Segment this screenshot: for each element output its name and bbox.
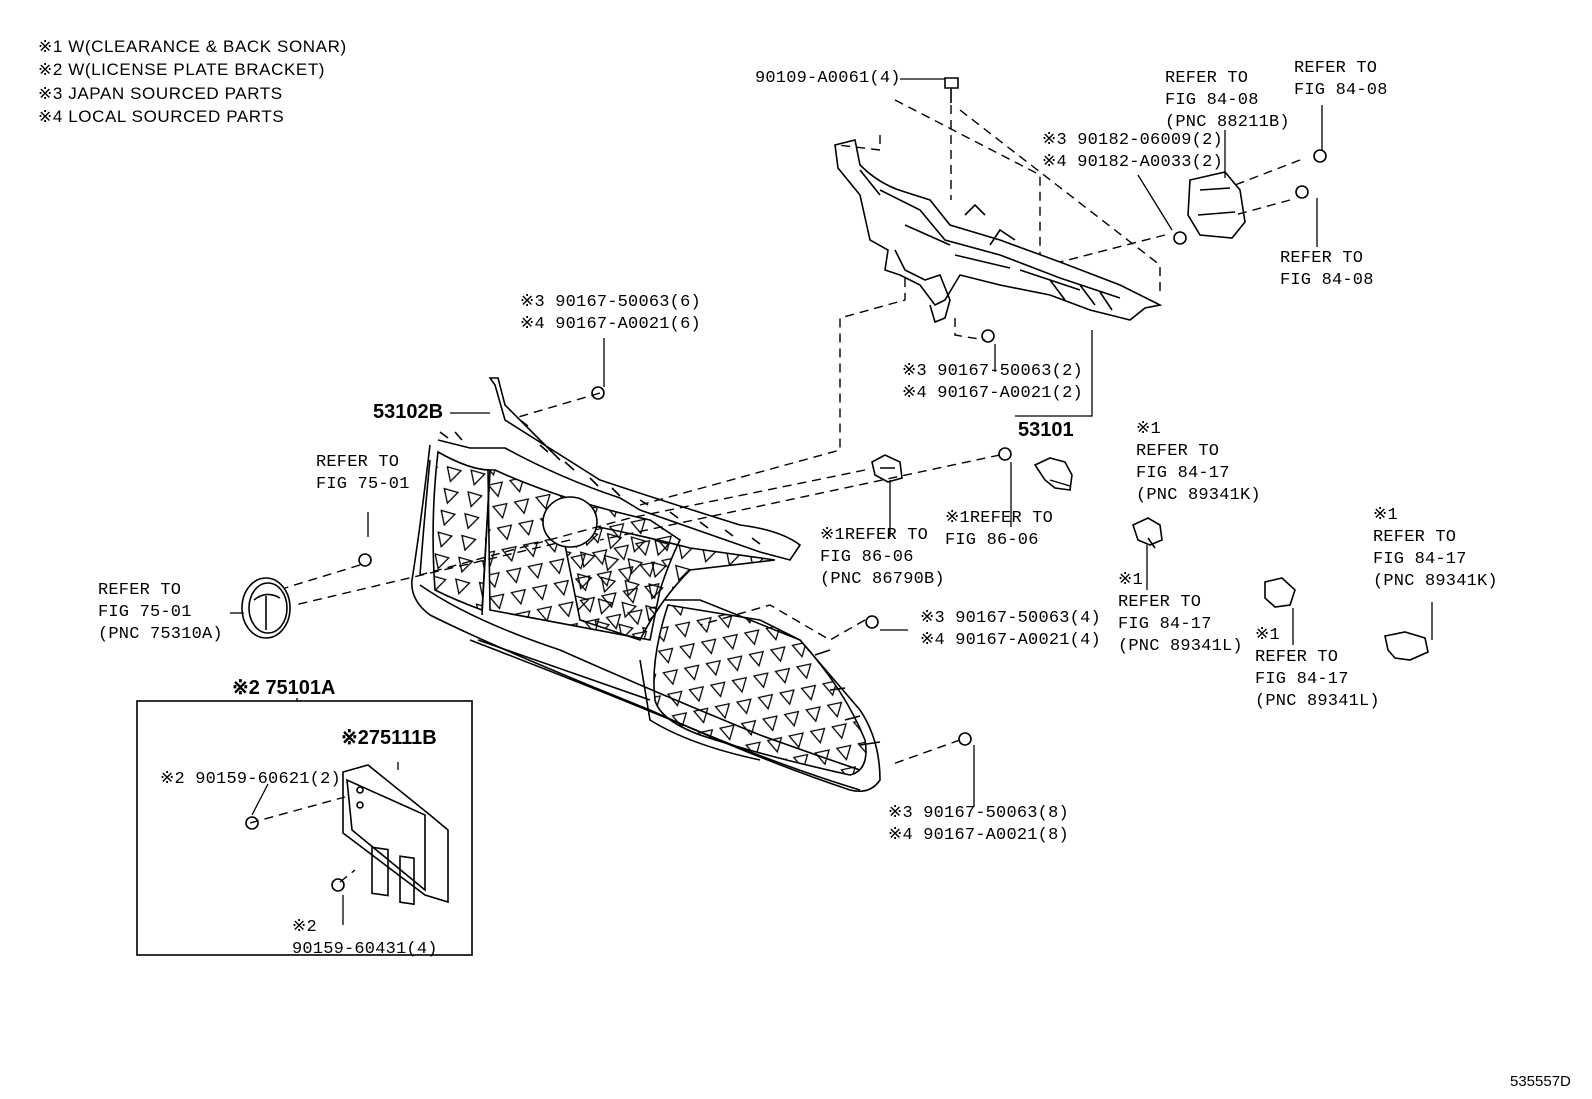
- part-label-90182[interactable]: ※3 90182-06009(2) ※4 90182-A0033(2): [1042, 131, 1223, 172]
- part-label-90109[interactable]: 90109-A0061(4): [755, 69, 901, 88]
- part-label-90167-6[interactable]: ※3 90167-50063(6) ※4 90167-A0021(6): [520, 293, 701, 334]
- emblem: [241, 577, 291, 639]
- leader-lines: [230, 78, 1433, 925]
- note-4: ※4 LOCAL SOURCED PARTS: [38, 107, 285, 126]
- note-3: ※3 JAPAN SOURCED PARTS: [38, 84, 283, 103]
- sensor-86790B: [871, 454, 903, 483]
- refer-label-84-17-a[interactable]: ※1 REFER TO FIG 84-17 (PNC 89341K): [1136, 420, 1261, 505]
- refer-label-86-06-a[interactable]: ※1REFER TO FIG 86-06 (PNC 86790B): [820, 526, 945, 589]
- sensor-88211B-bracket: [1187, 171, 1246, 239]
- radiator-grille-assembly: [411, 377, 881, 793]
- part-label-90167-4[interactable]: ※3 90167-50063(4) ※4 90167-A0021(4): [920, 609, 1101, 650]
- sensor-89341K-right: [1384, 631, 1429, 661]
- sensor-89341L-left: [1132, 517, 1163, 549]
- part-label-90167-8[interactable]: ※3 90167-50063(8) ※4 90167-A0021(8): [888, 804, 1069, 845]
- refer-label-75-01-a[interactable]: REFER TO FIG 75-01: [316, 453, 410, 494]
- refer-label-75-01-b[interactable]: REFER TO FIG 75-01 (PNC 75310A): [98, 581, 223, 644]
- refer-label-84-08-a[interactable]: REFER TO FIG 84-08 (PNC 88211B): [1165, 69, 1290, 132]
- fasteners: [245, 77, 1327, 892]
- part-label-53102B[interactable]: 53102B: [373, 401, 444, 423]
- refer-label-84-08-c[interactable]: REFER TO FIG 84-08: [1280, 249, 1374, 290]
- grille-retainer-bracket: [834, 139, 1163, 324]
- note-1: ※1 W(CLEARANCE & BACK SONAR): [38, 37, 347, 56]
- refer-label-84-08-b[interactable]: REFER TO FIG 84-08: [1294, 59, 1388, 100]
- part-label-53101[interactable]: 53101: [1018, 419, 1074, 441]
- part-label-75101A[interactable]: ※2 75101A: [232, 677, 336, 699]
- dashed-lines: [249, 99, 1301, 883]
- refer-label-86-06-b[interactable]: ※1REFER TO FIG 86-06: [945, 509, 1054, 550]
- part-label-90159-2[interactable]: ※2 90159-60621(2): [160, 770, 341, 789]
- figure-id: 535557D: [1510, 1073, 1571, 1090]
- refer-label-84-17-c[interactable]: ※1 REFER TO FIG 84-17 (PNC 89341L): [1118, 571, 1243, 656]
- sensor-89341L-right: [1264, 577, 1296, 608]
- part-label-90159-4[interactable]: ※2 90159-60431(4): [292, 918, 438, 959]
- part-label-75111B[interactable]: ※275111B: [341, 727, 437, 749]
- note-2: ※2 W(LICENSE PLATE BRACKET): [38, 60, 326, 79]
- part-label-90167-2[interactable]: ※3 90167-50063(2) ※4 90167-A0021(2): [902, 362, 1083, 403]
- sensor-89341K-top: [1033, 457, 1073, 491]
- refer-label-84-17-b[interactable]: ※1 REFER TO FIG 84-17 (PNC 89341K): [1373, 506, 1498, 591]
- refer-label-84-17-d[interactable]: ※1 REFER TO FIG 84-17 (PNC 89341L): [1255, 626, 1380, 711]
- license-plate-bracket: [136, 700, 473, 956]
